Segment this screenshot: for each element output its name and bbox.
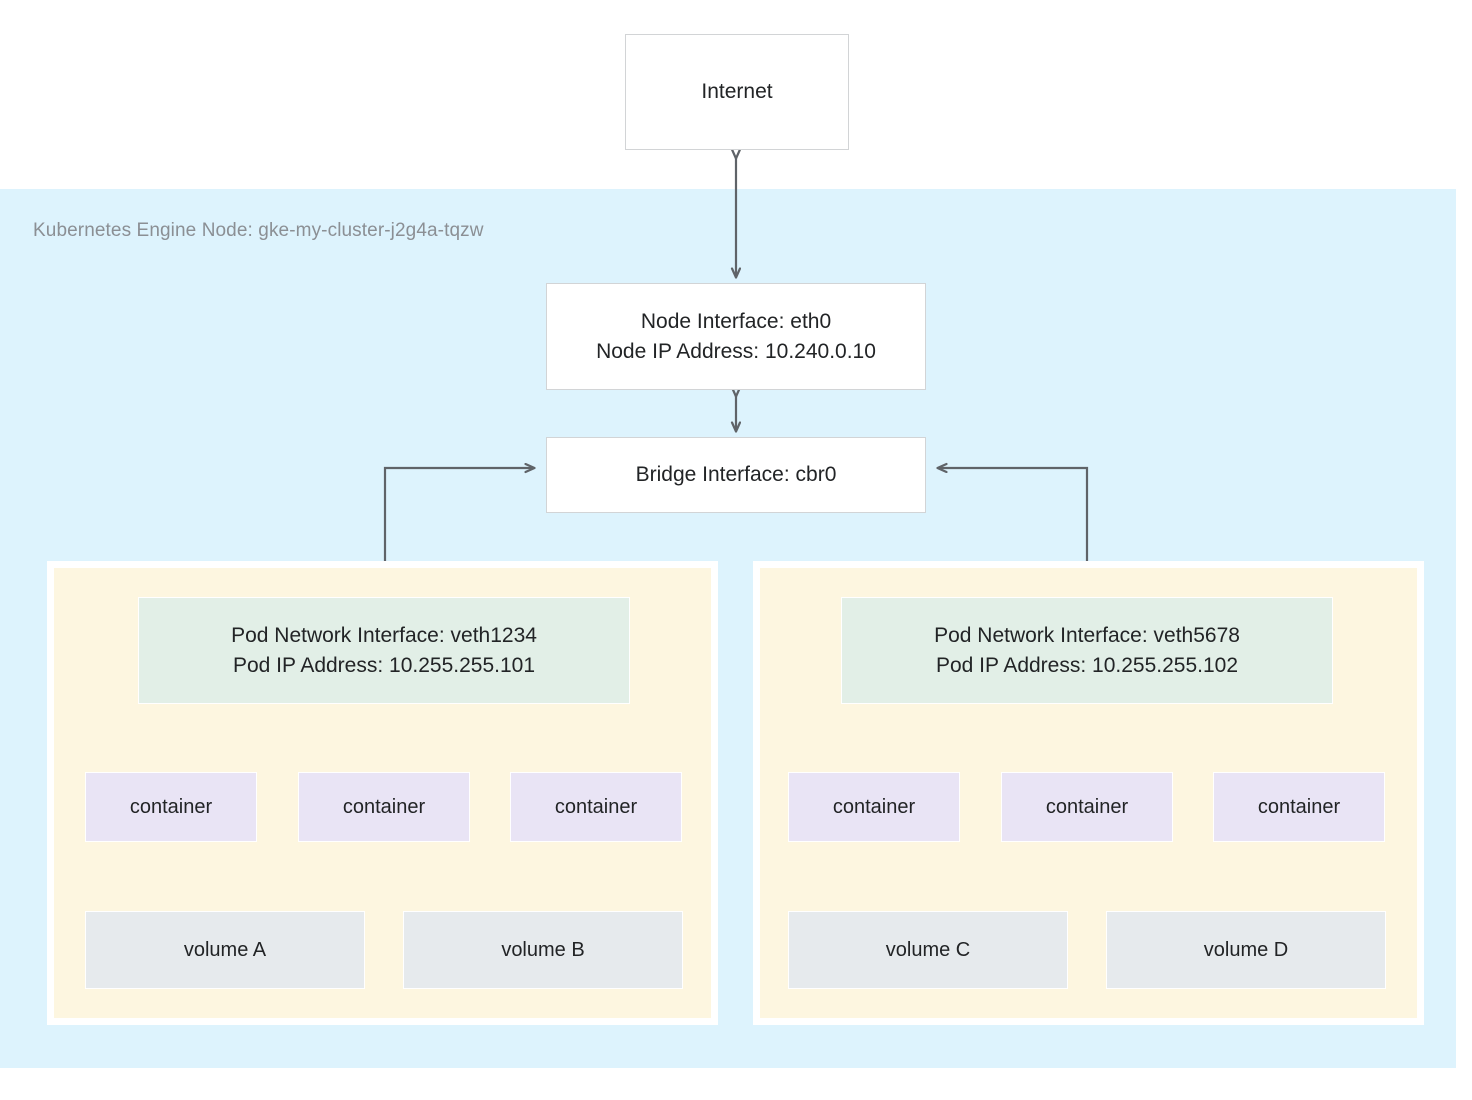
container-label: container: [1045, 795, 1129, 818]
node-interface-box[interactable]: Node Interface: eth0 Node IP Address: 10…: [546, 283, 926, 390]
bridge-interface-label: Bridge Interface: cbr0: [635, 463, 837, 487]
container-label: container: [342, 795, 426, 818]
container-label: container: [554, 795, 638, 818]
pod-left-container-3[interactable]: container: [510, 772, 682, 842]
volume-label: volume B: [501, 938, 585, 961]
volume-label: volume C: [885, 938, 971, 961]
pod-right-volume-c[interactable]: volume C: [788, 911, 1068, 989]
bridge-interface-box[interactable]: Bridge Interface: cbr0: [546, 437, 926, 513]
pod-left-volume-b[interactable]: volume B: [403, 911, 683, 989]
internet-label: Internet: [701, 80, 773, 104]
node-ip-address: Node IP Address: 10.240.0.10: [596, 339, 876, 363]
pod-right-ip-address: Pod IP Address: 10.255.255.102: [935, 653, 1239, 677]
pod-right-container-3[interactable]: container: [1213, 772, 1385, 842]
internet-box[interactable]: Internet: [625, 34, 849, 150]
pod-left-interface-box[interactable]: Pod Network Interface: veth1234 Pod IP A…: [138, 597, 630, 704]
pod-right-interface-box[interactable]: Pod Network Interface: veth5678 Pod IP A…: [841, 597, 1333, 704]
node-interface-name: Node Interface: eth0: [640, 309, 832, 333]
volume-label: volume D: [1203, 938, 1289, 961]
container-label: container: [832, 795, 916, 818]
pod-left-volume-a[interactable]: volume A: [85, 911, 365, 989]
container-label: container: [1257, 795, 1341, 818]
pod-right-container-2[interactable]: container: [1001, 772, 1173, 842]
pod-right-volume-d[interactable]: volume D: [1106, 911, 1386, 989]
pod-right-container-1[interactable]: container: [788, 772, 960, 842]
pod-right-interface-name: Pod Network Interface: veth5678: [934, 623, 1240, 647]
container-label: container: [129, 795, 213, 818]
pod-left-container-1[interactable]: container: [85, 772, 257, 842]
pod-left-container-2[interactable]: container: [298, 772, 470, 842]
pod-left-ip-address: Pod IP Address: 10.255.255.101: [232, 653, 536, 677]
kubernetes-node-region-label: Kubernetes Engine Node: gke-my-cluster-j…: [33, 220, 484, 241]
pod-left-interface-name: Pod Network Interface: veth1234: [231, 623, 537, 647]
volume-label: volume A: [183, 938, 267, 961]
